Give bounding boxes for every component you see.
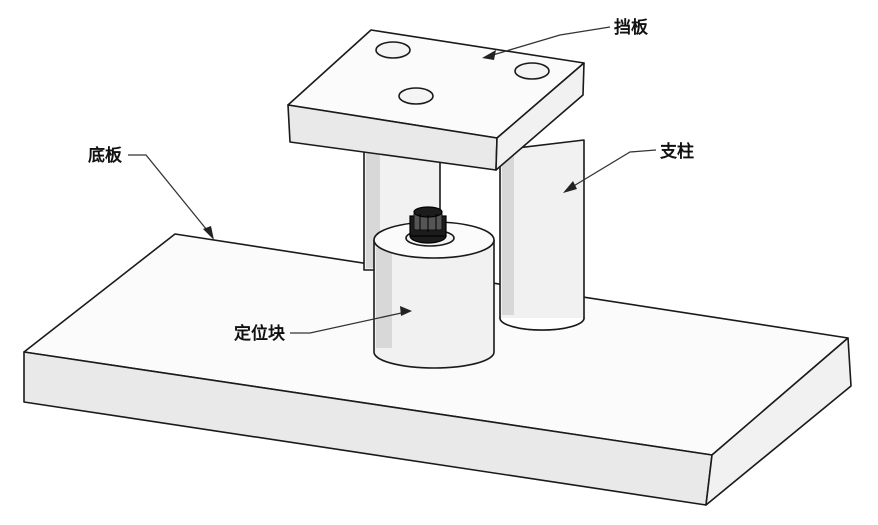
- plate-hole-3: [398, 87, 434, 105]
- leader-baffle: [482, 26, 611, 60]
- locating-bolt: [409, 206, 447, 244]
- leader-locating: [290, 306, 412, 334]
- baffle-plate: [287, 29, 585, 171]
- plate-hole-2: [514, 62, 550, 80]
- label-support-column: 支柱: [660, 141, 694, 162]
- plate-hole-1: [375, 41, 411, 59]
- leader-column: [563, 149, 657, 193]
- leader-base: [128, 154, 214, 240]
- label-locating-block: 定位块: [234, 323, 286, 344]
- label-baffle-plate: 挡板: [614, 17, 649, 38]
- label-base-plate: 底板: [88, 145, 123, 166]
- support-column: [499, 139, 585, 331]
- locating-block: [373, 221, 495, 369]
